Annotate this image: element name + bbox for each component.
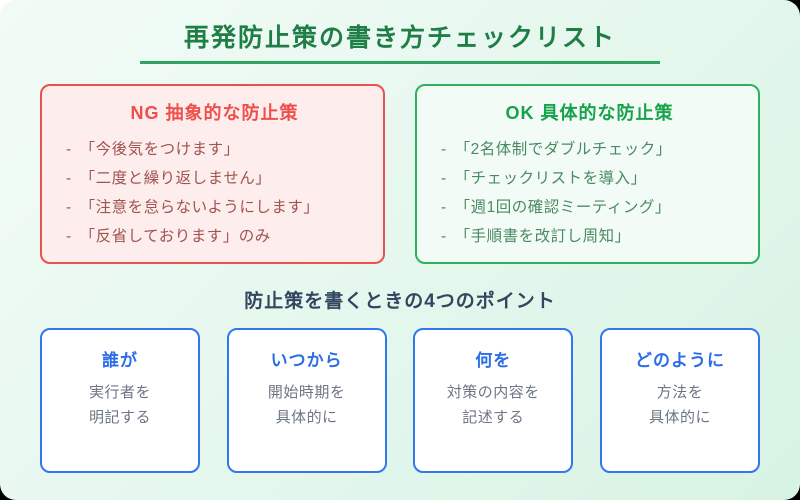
point-card-text: 方法を bbox=[656, 384, 704, 401]
list-item: -「今後気をつけます」 bbox=[66, 135, 363, 164]
comparison-boxes-row: NG 抽象的な防止策 -「今後気をつけます」 -「二度と繰り返しません」 -「注… bbox=[0, 84, 800, 264]
ng-item-text: 「注意を怠らないようにします」 bbox=[79, 199, 320, 216]
point-card-text: 具体的に bbox=[275, 409, 338, 426]
point-card-text: 対策の内容を bbox=[446, 384, 540, 401]
ok-box-title: OK 具体的な防止策 bbox=[505, 103, 674, 123]
point-card-title: どのように bbox=[634, 351, 725, 370]
point-card-who: 誰が 実行者を 明記する bbox=[40, 328, 200, 473]
list-item: -「注意を怠らないようにします」 bbox=[66, 193, 363, 222]
ok-item-text: 「2名体制でダブルチェック」 bbox=[454, 141, 672, 158]
bullet-dash: - bbox=[66, 170, 72, 187]
page-title: 再発防止策の書き方チェックリスト bbox=[183, 24, 616, 52]
bullet-dash: - bbox=[441, 228, 447, 245]
ok-item-text: 「週1回の確認ミーティング」 bbox=[454, 199, 671, 216]
points-cards-row: 誰が 実行者を 明記する いつから 開始時期を 具体的に 何を 対策の内容を 記… bbox=[0, 328, 800, 473]
point-card-title: 何を bbox=[475, 351, 512, 370]
ng-item-text: 「今後気をつけます」 bbox=[79, 141, 240, 158]
ok-item-list: -「2名体制でダブルチェック」 -「チェックリストを導入」 -「週1回の確認ミー… bbox=[441, 135, 738, 251]
ok-item-text: 「手順書を改訂し周知」 bbox=[454, 228, 631, 245]
ng-box: NG 抽象的な防止策 -「今後気をつけます」 -「二度と繰り返しません」 -「注… bbox=[40, 84, 385, 264]
bullet-dash: - bbox=[441, 199, 447, 216]
ok-item-text: 「チェックリストを導入」 bbox=[454, 170, 647, 187]
list-item: -「手順書を改訂し周知」 bbox=[441, 222, 738, 251]
list-item: -「2名体制でダブルチェック」 bbox=[441, 135, 738, 164]
ng-box-title: NG 抽象的な防止策 bbox=[130, 103, 299, 123]
point-card-title: いつから bbox=[270, 351, 343, 370]
point-card-text: 具体的に bbox=[648, 409, 711, 426]
bullet-dash: - bbox=[441, 170, 447, 187]
list-item: -「チェックリストを導入」 bbox=[441, 164, 738, 193]
list-item: -「週1回の確認ミーティング」 bbox=[441, 193, 738, 222]
list-item: -「二度と繰り返しません」 bbox=[66, 164, 363, 193]
bullet-dash: - bbox=[66, 141, 72, 158]
points-heading: 防止策を書くときの4つのポイント bbox=[244, 291, 556, 312]
bullet-dash: - bbox=[441, 141, 447, 158]
point-card-text: 開始時期を bbox=[267, 384, 346, 401]
point-card-text: 明記する bbox=[88, 409, 151, 426]
ng-item-text: 「反省しております」のみ bbox=[79, 228, 271, 245]
point-card-text: 記述する bbox=[462, 409, 525, 426]
point-card-title: 誰が bbox=[102, 351, 138, 370]
title-block: 再発防止策の書き方チェックリスト bbox=[140, 18, 660, 64]
bullet-dash: - bbox=[66, 199, 72, 216]
point-card-when: いつから 開始時期を 具体的に bbox=[226, 328, 387, 473]
point-card-what: 何を 対策の内容を 記述する bbox=[413, 328, 574, 473]
ng-item-text: 「二度と繰り返しません」 bbox=[79, 170, 272, 187]
ng-item-list: -「今後気をつけます」 -「二度と繰り返しません」 -「注意を怠らないようにしま… bbox=[66, 135, 363, 251]
list-item: -「反省しております」のみ bbox=[66, 222, 363, 251]
ok-box: OK 具体的な防止策 -「2名体制でダブルチェック」 -「チェックリストを導入」… bbox=[415, 84, 760, 264]
point-card-text: 実行者を bbox=[88, 384, 151, 401]
point-card-how: どのように 方法を 具体的に bbox=[599, 328, 760, 473]
bullet-dash: - bbox=[66, 228, 72, 245]
